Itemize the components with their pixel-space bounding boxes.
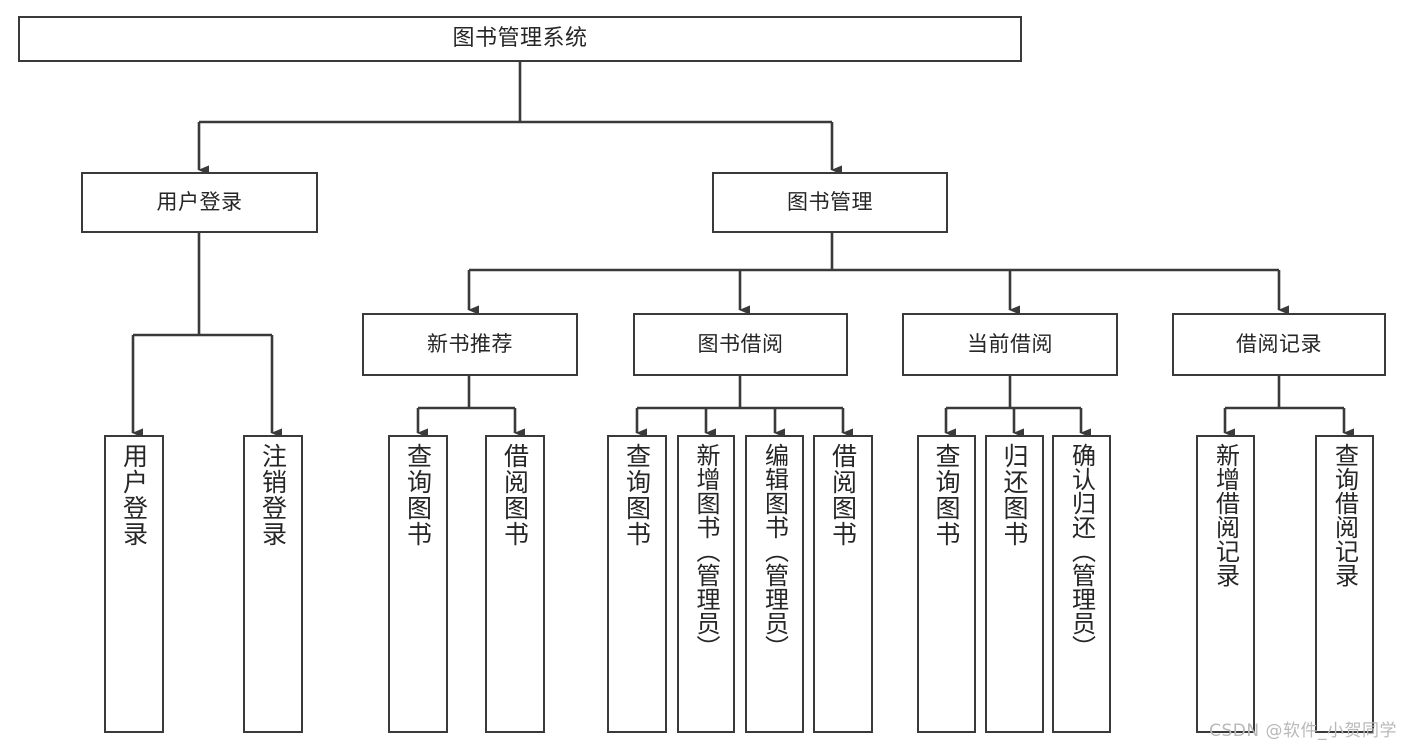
- node-borrow-record[interactable]: 借阅记录: [1172, 313, 1386, 376]
- leaf-add-book[interactable]: 新增图书（管理员）: [677, 435, 735, 733]
- leaf-edit-book-label: 编辑图书（管理员）: [760, 443, 789, 659]
- node-book-manage-label: 图书管理: [787, 189, 873, 214]
- leaf-return-book-label: 归还图书: [1000, 443, 1029, 547]
- node-current-borrow[interactable]: 当前借阅: [902, 313, 1118, 376]
- node-root-system[interactable]: 图书管理系统: [18, 16, 1022, 62]
- csdn-watermark: CSDN @软件_小贺同学: [1209, 721, 1397, 741]
- leaf-borrow-book-2[interactable]: 借阅图书: [813, 435, 873, 733]
- leaf-query-record[interactable]: 查询借阅记录: [1315, 435, 1374, 733]
- leaf-query-book-2-label: 查询图书: [622, 443, 652, 547]
- leaf-user-logout-label: 注销登录: [258, 443, 288, 547]
- leaf-confirm-return[interactable]: 确认归还（管理员）: [1052, 435, 1111, 733]
- node-user-login[interactable]: 用户登录: [81, 172, 318, 233]
- leaf-borrow-book-1-label: 借阅图书: [500, 443, 530, 547]
- leaf-query-book-2[interactable]: 查询图书: [607, 435, 667, 733]
- node-user-login-label: 用户登录: [156, 189, 243, 214]
- leaf-edit-book[interactable]: 编辑图书（管理员）: [745, 435, 804, 733]
- leaf-user-login[interactable]: 用户登录: [104, 435, 164, 733]
- leaf-add-record[interactable]: 新增借阅记录: [1196, 435, 1255, 733]
- node-borrow-record-label: 借阅记录: [1236, 331, 1322, 356]
- node-new-book-recommend-label: 新书推荐: [427, 331, 513, 356]
- leaf-query-book-3-label: 查询图书: [932, 443, 961, 547]
- leaf-add-record-label: 新增借阅记录: [1211, 443, 1240, 587]
- node-book-manage[interactable]: 图书管理: [712, 172, 948, 233]
- leaf-add-book-label: 新增图书（管理员）: [692, 443, 720, 659]
- leaf-confirm-return-label: 确认归还（管理员）: [1067, 443, 1096, 659]
- leaf-user-logout[interactable]: 注销登录: [243, 435, 303, 733]
- leaf-query-record-label: 查询借阅记录: [1330, 443, 1359, 587]
- node-book-borrow-label: 图书借阅: [697, 331, 784, 356]
- node-root-system-label: 图书管理系统: [452, 25, 588, 51]
- leaf-user-login-label: 用户登录: [119, 443, 149, 547]
- leaf-borrow-book-1[interactable]: 借阅图书: [485, 435, 545, 733]
- node-current-borrow-label: 当前借阅: [967, 331, 1053, 356]
- leaf-query-book-3[interactable]: 查询图书: [917, 435, 976, 733]
- leaf-query-book-1[interactable]: 查询图书: [388, 435, 448, 733]
- leaf-return-book[interactable]: 归还图书: [985, 435, 1044, 733]
- leaf-query-book-1-label: 查询图书: [403, 443, 433, 547]
- node-book-borrow[interactable]: 图书借阅: [633, 313, 848, 376]
- leaf-borrow-book-2-label: 借阅图书: [828, 443, 858, 547]
- node-new-book-recommend[interactable]: 新书推荐: [362, 313, 578, 376]
